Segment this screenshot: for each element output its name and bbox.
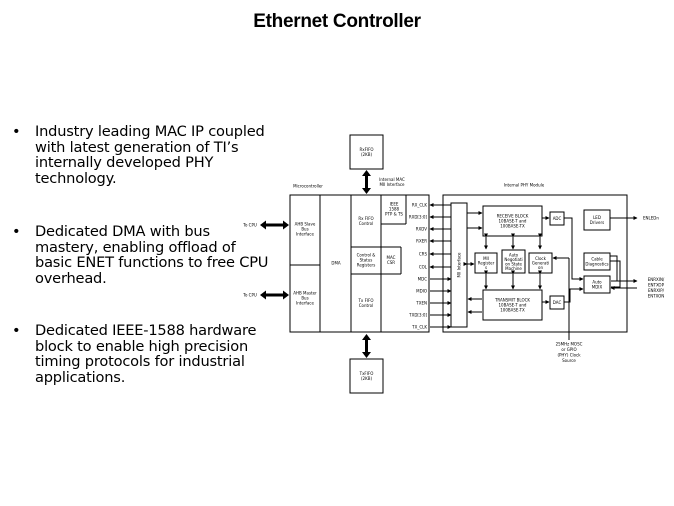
mii-signal-label: MDC bbox=[418, 277, 428, 282]
connector-line bbox=[564, 217, 584, 281]
mii-signal-label: TXEN bbox=[415, 301, 427, 306]
rx-fifo-box bbox=[349, 134, 384, 170]
mii-signal-label: RXER bbox=[416, 239, 427, 244]
rx-fifo-label: RxFIFO(2KB) bbox=[359, 147, 373, 157]
phy-module-label: Internal PHY Module bbox=[504, 183, 545, 188]
led-drivers-box bbox=[583, 209, 611, 231]
connector-line bbox=[564, 287, 584, 303]
enled-label: ENLEDn bbox=[643, 216, 659, 221]
bullet-text: Dedicated DMA with bus mastery, enabling… bbox=[35, 223, 269, 287]
mii-signal-label: RX_CLK bbox=[412, 203, 428, 208]
microcontroller-box bbox=[289, 194, 430, 333]
bullet-text: Dedicated IEEE-1588 hardware block to en… bbox=[35, 322, 257, 386]
mii-signal-label: MDIO bbox=[416, 289, 427, 294]
dma-label: DMA bbox=[331, 261, 341, 266]
mii-signal-label: RXDV bbox=[416, 227, 428, 232]
microcontroller-label: Microcontroller bbox=[293, 184, 323, 189]
tx-pin-label: ENRXIP/ENTXON bbox=[648, 288, 665, 299]
bullet-icon: • bbox=[12, 123, 21, 140]
to-cpu-arrow bbox=[260, 220, 289, 230]
phy-module-box bbox=[442, 194, 628, 333]
mii-signal-label: RXD[3:0] bbox=[409, 215, 428, 220]
mii-signal-label: TXD[3:0] bbox=[408, 313, 427, 318]
mii-interface-block-label: MII Interface bbox=[457, 252, 462, 278]
bullet-text: Industry leading MAC IP coupled with lat… bbox=[35, 123, 265, 187]
to-cpu-label: To CPU bbox=[242, 223, 257, 228]
tx-fifo-arrow bbox=[362, 334, 371, 358]
bullet-item: • Dedicated IEEE-1588 hardware block to e… bbox=[10, 323, 275, 385]
transmit-block bbox=[482, 289, 543, 321]
to-cpu-label: To CPU bbox=[242, 293, 257, 298]
bullet-icon: • bbox=[12, 223, 21, 240]
dac-label: DAC bbox=[553, 300, 562, 305]
rx-fifo-arrow bbox=[362, 170, 371, 194]
bullet-icon: • bbox=[12, 322, 21, 339]
auto-mdix-box bbox=[583, 275, 611, 294]
mii-signal-label: COL bbox=[419, 265, 428, 270]
mii-signal-label: CRS bbox=[419, 252, 428, 257]
tx-fifo-box bbox=[349, 358, 384, 394]
slide-title: Ethernet Controller bbox=[253, 11, 421, 32]
to-cpu-arrow bbox=[260, 290, 289, 300]
tx-fifo-label: TxFIFO(2KB) bbox=[359, 371, 374, 381]
mii-signal-label: TX_CLK bbox=[411, 325, 427, 330]
bullet-item: • Dedicated DMA with bus mastery, enablin… bbox=[10, 224, 275, 286]
connector-line bbox=[610, 260, 621, 288]
connector-line bbox=[610, 255, 618, 282]
rx-pin-label: ENRXIN/ENTXOP bbox=[648, 277, 665, 288]
adc-label: ADC bbox=[553, 216, 562, 221]
bullet-item: • Industry leading MAC IP coupled with la… bbox=[10, 124, 275, 186]
bullet-list: • Industry leading MAC IP coupled with la… bbox=[10, 124, 275, 385]
